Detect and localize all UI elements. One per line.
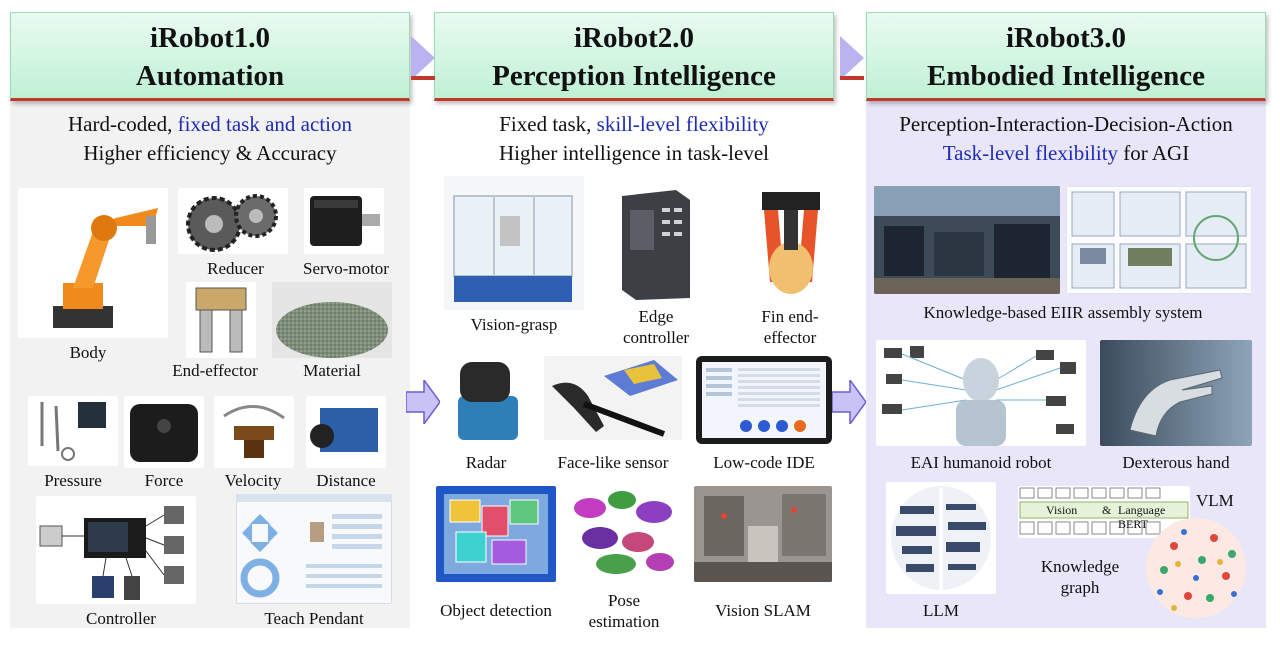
label-material: Material [303,361,361,380]
label-line: effector [763,328,817,347]
label-line: controller [622,328,690,347]
description-text: for AGI [1118,141,1190,165]
label-controller: Controller [86,609,156,628]
label-line: Pose [607,591,641,610]
description-text: Higher efficiency & Accuracy [83,141,337,165]
fin-end-effector-image [748,186,834,302]
description-text: Fixed task, [499,112,597,136]
vlm-vision-text: Vision [1046,503,1078,517]
eiir-system-diagram-image [1066,186,1252,294]
teach-pendant-screen-image [236,494,392,604]
label-eiir-assembly-system: Knowledge-based EIIR assembly system [923,303,1203,322]
arrow-right-icon [840,36,864,80]
vlm-architecture-diagram: Vision & Language BERT [1018,486,1190,538]
distance-sensor-image [306,396,386,468]
header-irobot1-title: iRobot1.0 [149,22,271,54]
header-irobot3-title: iRobot3.0 [1005,22,1127,54]
label-line: graph [1060,578,1100,597]
vlm-language-text: Language BERT [1118,503,1166,531]
label-end-effector: End-effector [172,361,258,380]
label-distance: Distance [316,471,376,490]
vision-slam-image [694,486,832,582]
label-low-code-ide: Low-code IDE [713,453,815,472]
label-edge-controller: Edge controller [610,306,702,348]
label-servo-motor: Servo-motor [303,259,389,278]
embodied-description: Perception-Interaction-Decision-Action T… [866,110,1266,168]
label-vlm: VLM [1196,491,1234,510]
vlm-token-row-icon [1019,487,1189,535]
label-fin-end-effector: Fin end- effector [744,306,836,348]
object-detection-image [436,486,556,582]
header-irobot2: iRobot2.0 Perception Intelligence [434,12,834,101]
label-eai-humanoid-robot: EAI humanoid robot [910,453,1052,472]
gripper-image [186,282,256,358]
pose-estimation-image [568,486,680,578]
servo-motor-image [304,188,384,254]
arrow-right-icon [832,380,866,424]
label-reducer: Reducer [207,259,264,278]
edge-controller-image [616,186,696,302]
label-dexterous-hand: Dexterous hand [1122,453,1230,472]
label-velocity: Velocity [224,471,282,490]
low-code-ide-tablet-image [696,356,832,444]
pressure-sensor-image [28,396,118,466]
header-irobot3-subtitle: Embodied Intelligence [927,60,1205,92]
label-pressure: Pressure [44,471,102,490]
vision-grasp-cabinet-image [444,176,584,310]
face-like-sensor-image [544,356,682,440]
eiir-assembly-photo-image [874,186,1060,294]
force-sensor-image [124,396,204,468]
label-line: Fin end- [761,307,819,326]
robot-arm-image [18,188,168,338]
velocity-sensor-image [214,396,294,468]
reducer-gear-image [178,188,288,254]
label-pose-estimation: Pose estimation [576,590,672,632]
label-line: estimation [588,612,660,631]
header-irobot1-subtitle: Automation [135,60,285,92]
header-irobot2-title: iRobot2.0 [573,22,695,54]
description-text: Hard-coded, [68,112,178,136]
llm-word-cloud-image [886,482,996,594]
label-face-like-sensor: Face-like sensor [557,453,669,472]
radar-lidar-image [444,356,528,446]
label-line: Edge [638,307,674,326]
header-irobot3: iRobot3.0 Embodied Intelligence [866,12,1266,101]
arrow-right-icon [411,36,435,80]
dexterous-hand-image [1100,340,1252,446]
label-vision-grasp: Vision-grasp [470,315,558,334]
perception-description: Fixed task, skill-level flexibility High… [434,110,834,168]
description-text: Perception-Interaction-Decision-Action [899,112,1233,136]
label-radar: Radar [465,453,507,472]
controller-diagram-image [36,496,196,604]
material-image [272,282,392,358]
header-irobot1: iRobot1.0 Automation [10,12,410,101]
label-knowledge-graph: Knowledge graph [1026,556,1134,598]
automation-description: Hard-coded, fixed task and action Higher… [10,110,410,168]
label-vision-slam: Vision SLAM [715,601,811,620]
label-line: Knowledge [1040,557,1120,576]
label-force: Force [144,471,184,490]
description-highlight: Task-level flexibility [942,141,1119,165]
description-text: Higher intelligence in task-level [499,141,769,165]
vlm-amp-text: & [1102,503,1112,517]
label-object-detection: Object detection [440,601,552,620]
label-llm: LLM [923,601,959,620]
knowledge-graph-image [1146,518,1246,618]
description-highlight: skill-level flexibility [596,112,769,136]
eai-humanoid-robot-image [876,340,1086,446]
arrow-right-icon [406,380,440,424]
description-highlight: fixed task and action [177,112,352,136]
label-teach-pendant: Teach Pendant [264,609,364,628]
header-irobot2-subtitle: Perception Intelligence [492,60,776,92]
label-body: Body [69,343,107,362]
